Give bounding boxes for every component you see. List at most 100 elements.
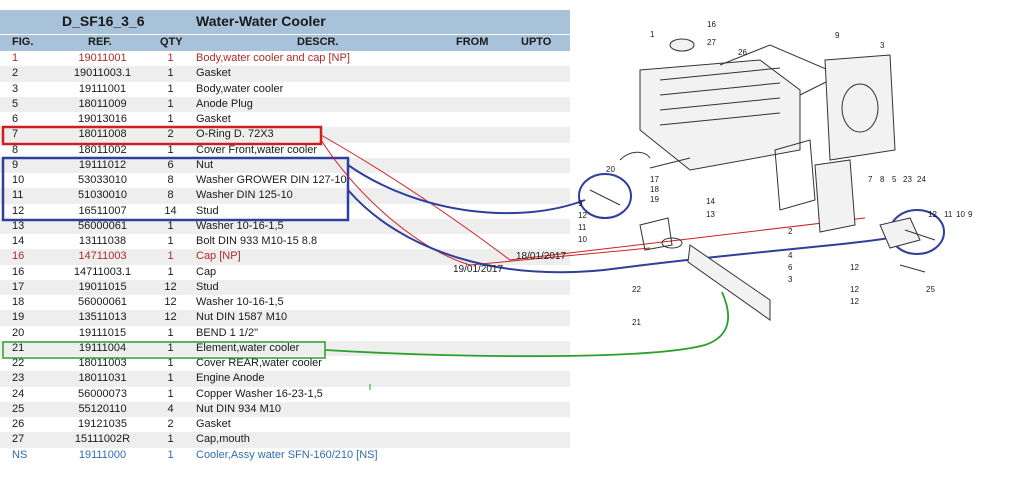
callout-label: 12 (850, 285, 859, 294)
cell-qty: 1 (167, 235, 174, 247)
column-header-qty: QTY (160, 36, 183, 48)
cell-qty: 1 (167, 265, 174, 278)
cell-descr: Nut DIN 934 M10 (196, 402, 281, 415)
callout-label: 7 (868, 175, 873, 184)
cell-qty: 12 (164, 296, 177, 308)
cell-qty: 1 (167, 341, 174, 354)
cell-ref: 56000061 (78, 296, 127, 308)
callout-label: 12 (850, 263, 859, 272)
callout-label: 6 (788, 263, 793, 272)
cell-descr: Cap (196, 265, 217, 278)
cell-descr: Cover Front,water cooler (196, 143, 318, 156)
cell-fig: 5 (12, 97, 19, 110)
cell-fig: 20 (12, 326, 25, 339)
cell-descr: Washer 10-16-1,5 (196, 296, 284, 308)
cell-qty: 1 (167, 219, 174, 232)
parts-row: 9 19111012 6 Nut (0, 157, 570, 173)
column-header-from: FROM (456, 36, 489, 48)
cell-fig: 10 (12, 174, 25, 186)
cell-qty: 1 (167, 387, 174, 400)
cell-ref: 19111000 (78, 448, 127, 461)
gasket-top (719, 44, 842, 96)
callout-label: 23 (903, 175, 912, 184)
drawing-code: D_SF16_3_6 (62, 13, 145, 29)
callout-label: 19 (650, 195, 659, 204)
cell-descr: Washer DIN 125-10 (196, 189, 293, 202)
cell-qty: 1 (167, 52, 174, 64)
cell-qty: 4 (167, 402, 174, 415)
column-header-descr: DESCR. (297, 36, 339, 48)
callout-label: 17 (650, 175, 659, 184)
cell-ref: 19111015 (78, 326, 127, 339)
cell-ref: 19111012 (78, 158, 127, 171)
cell-qty: 1 (167, 82, 174, 95)
stud-part (649, 157, 691, 169)
element-tube (687, 244, 771, 321)
cell-descr: Body,water cooler (196, 82, 284, 95)
cell-fig: 16 (12, 250, 25, 263)
cell-ref: 14711003.1 (73, 265, 132, 278)
cell-fig: 25 (12, 402, 25, 415)
callout-label: 11 (578, 223, 587, 232)
callout-label: 9 (578, 199, 583, 208)
cell-qty: 2 (167, 418, 174, 430)
bend-part (619, 151, 651, 161)
cell-ref: 53033010 (78, 174, 127, 186)
cell-qty: 1 (167, 250, 174, 263)
cell-fig: NS (12, 448, 28, 461)
cell-qty: 1 (167, 357, 174, 369)
cell-descr: Gasket (196, 113, 231, 125)
cell-descr: Gasket (196, 67, 231, 80)
cell-descr: Body,water cooler and cap [NP] (196, 52, 350, 64)
cell-fig: 1 (12, 52, 19, 64)
column-header-fig: FIG. (12, 36, 34, 48)
cell-descr: O-Ring D. 72X3 (196, 128, 274, 141)
cell-ref: 19111004 (78, 341, 127, 354)
callout-label: 20 (606, 165, 615, 174)
cell-qty: 6 (167, 158, 174, 171)
callout-label: 10 (956, 210, 965, 219)
cell-fig: 9 (12, 158, 19, 171)
cell-qty: 1 (167, 97, 174, 110)
cell-qty: 14 (164, 204, 177, 217)
callout-label: 14 (706, 197, 715, 206)
cell-qty: 12 (164, 311, 177, 324)
cell-qty: 1 (167, 433, 174, 446)
drawing-parts (589, 38, 936, 321)
cell-ref: 55120110 (78, 402, 127, 415)
cell-descr: Nut (196, 158, 214, 171)
cell-descr: Bolt DIN 933 M10-15 8.8 (196, 235, 318, 247)
cell-qty: 2 (167, 128, 174, 141)
cell-descr: Cap,mouth (196, 433, 250, 446)
blue-ellipse-right (889, 209, 945, 255)
washers-left (589, 189, 621, 206)
cell-descr: Washer GROWER DIN 127-10 (196, 174, 347, 186)
front-cover-part (814, 159, 856, 233)
cell-descr: Copper Washer 16-23-1,5 (196, 387, 323, 400)
callout-label: 12 (578, 211, 587, 220)
cell-ref: 18011003 (78, 357, 127, 369)
cell-fig: 3 (12, 82, 19, 95)
cell-descr: Cooler,Assy water SFN-160/210 [NS] (196, 448, 378, 461)
body-part-3 (824, 54, 896, 161)
